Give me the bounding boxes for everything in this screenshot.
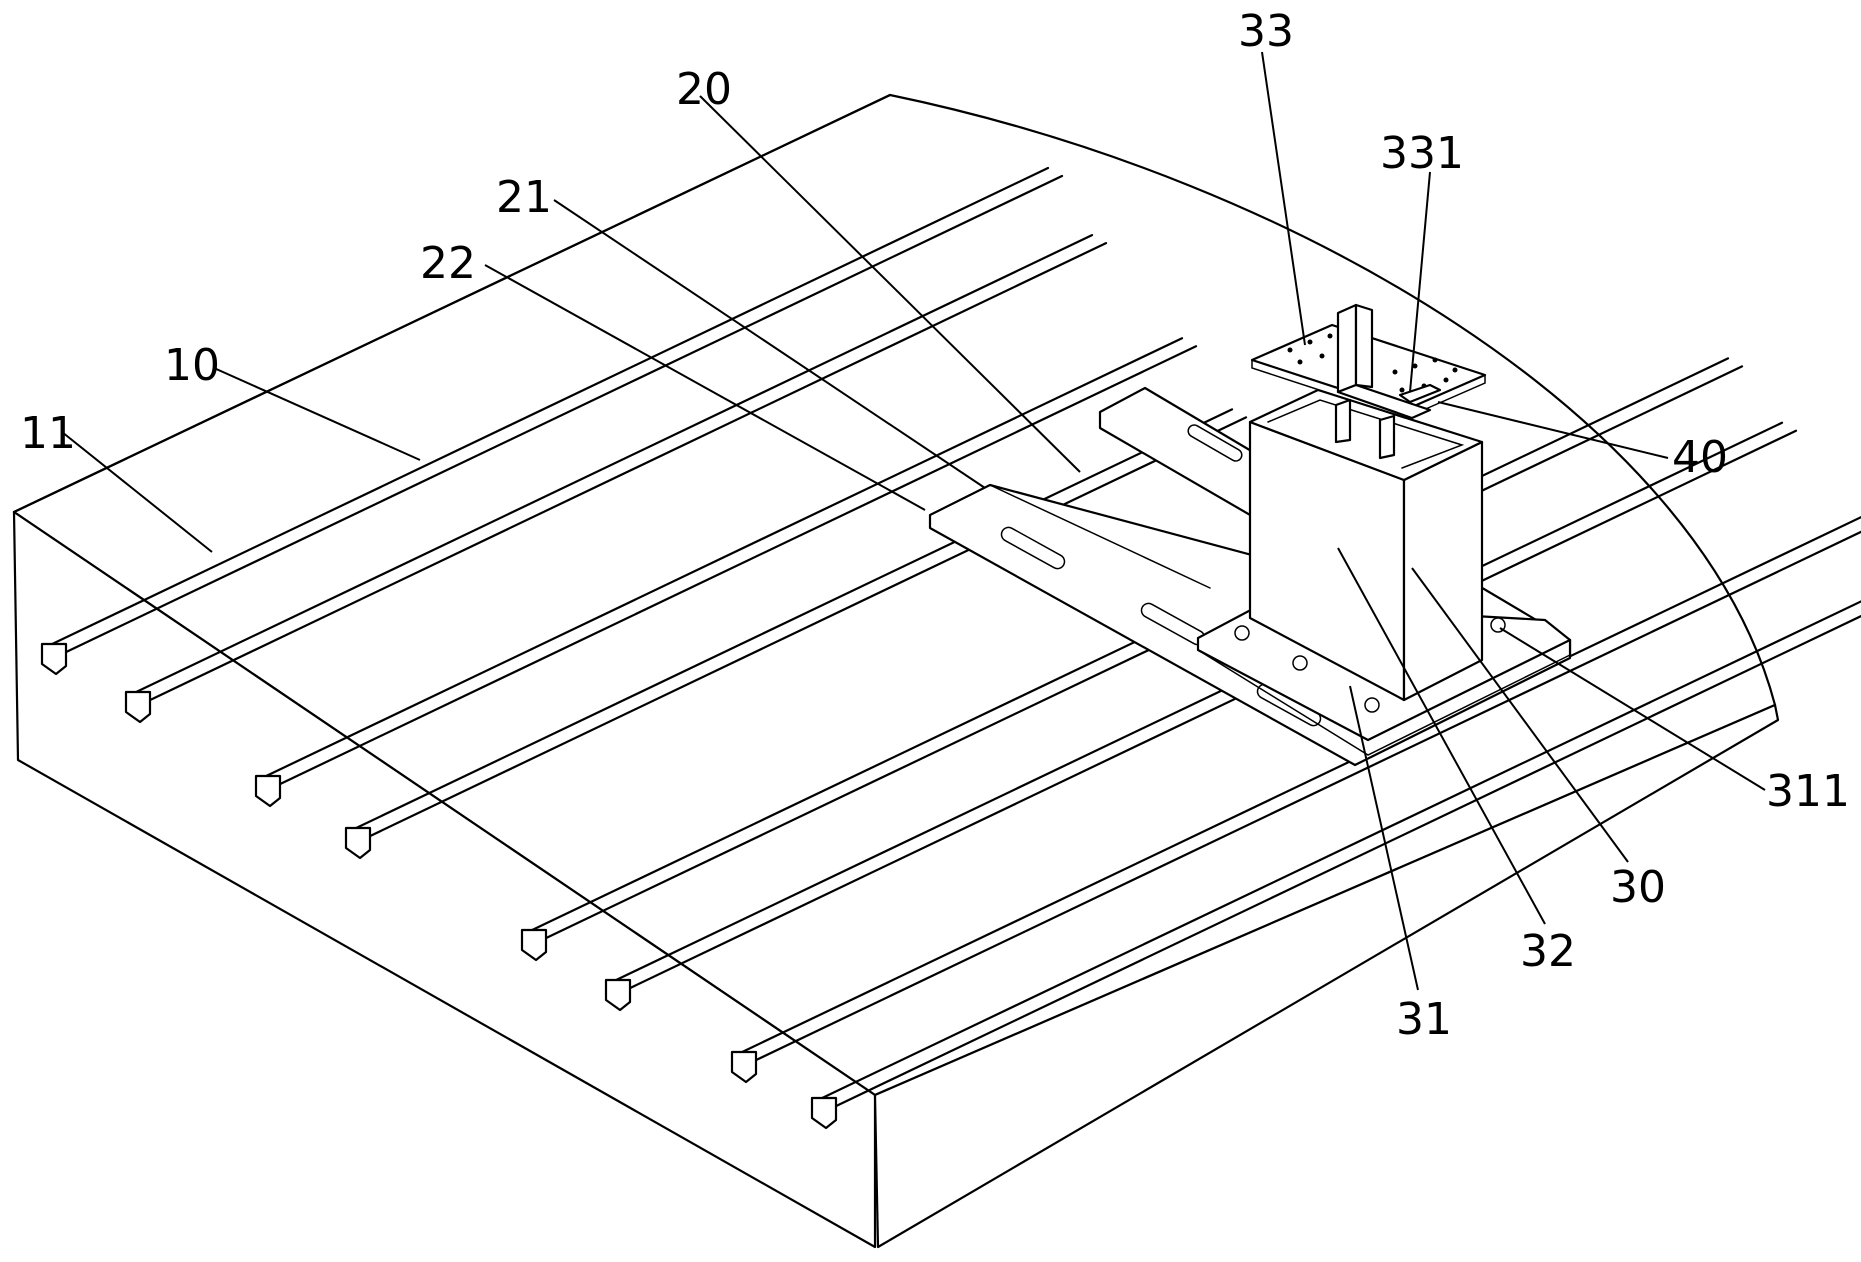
t-slot xyxy=(350,408,1248,840)
plate-hole xyxy=(1392,369,1398,375)
angle-bracket xyxy=(1336,303,1358,394)
label-30: 30 xyxy=(1610,862,1666,913)
plate-hole xyxy=(1297,359,1303,365)
t-slot xyxy=(610,421,1798,992)
label-20: 20 xyxy=(676,64,732,115)
plate-hole xyxy=(1307,339,1313,345)
plate-hole xyxy=(1452,367,1458,373)
t-slot-profile xyxy=(344,826,372,860)
t-slot-profile xyxy=(730,1050,758,1084)
plate-hole xyxy=(1327,333,1333,339)
worktable-front-face xyxy=(12,510,877,1249)
t-slot xyxy=(816,600,1861,1110)
label-11: 11 xyxy=(20,408,76,459)
column-side-face xyxy=(1402,440,1484,702)
label-21: 21 xyxy=(496,172,552,223)
label-331: 331 xyxy=(1380,128,1464,179)
label-311: 311 xyxy=(1766,766,1850,817)
t-slot xyxy=(130,234,1108,704)
column-top xyxy=(1248,388,1484,482)
label-31: 31 xyxy=(1396,994,1452,1045)
t-slot-profile xyxy=(254,774,282,808)
plate-hole xyxy=(1412,363,1418,369)
t-slot xyxy=(46,166,1064,656)
plate-hole xyxy=(1287,347,1293,353)
label-10: 10 xyxy=(164,340,220,391)
bracket-assembly xyxy=(1196,303,1572,756)
worktable-top-surface xyxy=(12,93,1777,1097)
label-22: 22 xyxy=(420,238,476,289)
leader-lines xyxy=(61,51,1766,991)
t-slot-profile xyxy=(604,978,632,1012)
t-slots xyxy=(40,166,1861,1130)
label-32: 32 xyxy=(1520,926,1576,977)
t-slot-profile xyxy=(124,690,152,724)
t-slot-profile xyxy=(520,928,548,962)
plate-hole xyxy=(1443,377,1449,383)
label-40: 40 xyxy=(1672,432,1728,483)
label-33: 33 xyxy=(1238,6,1294,57)
worktable-right-face xyxy=(873,703,1780,1249)
t-slot-profile xyxy=(40,642,68,676)
t-slot xyxy=(736,515,1861,1064)
t-slot xyxy=(260,337,1198,788)
plate-hole xyxy=(1399,387,1405,393)
t-slot xyxy=(526,357,1744,942)
plate-hole xyxy=(1432,357,1438,363)
t-slot-profile xyxy=(810,1096,838,1130)
bar-slot-1 xyxy=(1000,526,1066,570)
clamp-piece xyxy=(1398,383,1442,404)
plate-hole xyxy=(1319,353,1325,359)
reference-labels: 11 10 20 21 22 33 331 40 311 30 32 31 xyxy=(20,6,1850,1045)
